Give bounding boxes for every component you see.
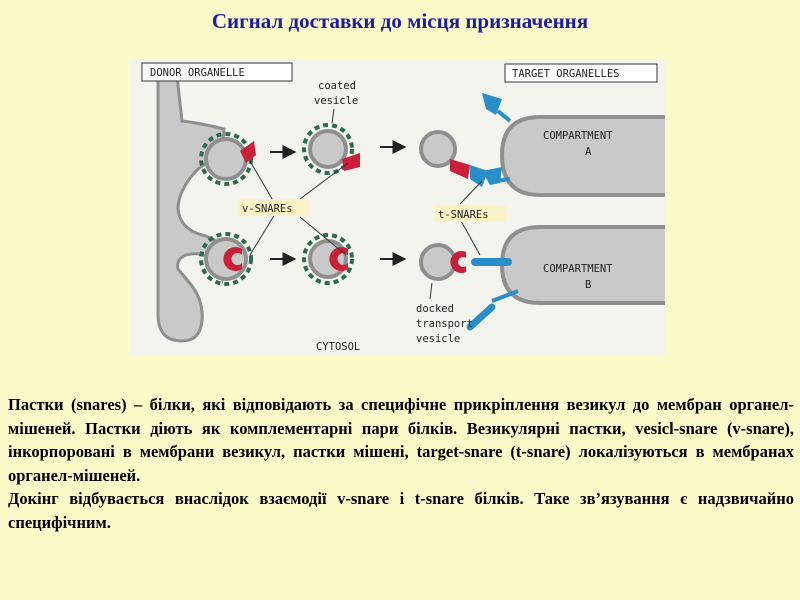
coated-pointer [331, 108, 335, 124]
v-snare-red-hook [223, 247, 242, 271]
donor-organelle-label: DONOR ORGANELLE [150, 67, 245, 79]
v-snare-red [450, 159, 470, 179]
paragraph-2: Докінг відбувається внаслідок взаємодії … [8, 489, 794, 532]
v-snare-red-hook [450, 251, 466, 273]
docked-pointer [429, 282, 433, 300]
budding-vesicle-b [199, 232, 253, 286]
compartment-a-label-2: A [585, 146, 592, 158]
coated-label-2: vesicle [314, 95, 358, 107]
compartment-b-label-2: B [585, 279, 591, 291]
donor-organelle [156, 65, 228, 343]
slide-title: Сигнал доставки до місця призначення [211, 9, 589, 33]
t-snares-label: t-SNAREs [438, 209, 489, 221]
compartment-a-label-1: COMPARTMENT [543, 130, 613, 142]
t-snares-label-box: t-SNAREs [434, 180, 506, 256]
compartment-b: COMPARTMENT B [499, 225, 665, 305]
docked-label-2: transport [416, 318, 473, 330]
v-snare-red [240, 141, 256, 163]
docked-vesicle-b [419, 243, 466, 281]
docked-label-3: vesicle [416, 333, 460, 345]
compartment-a: COMPARTMENT A [499, 115, 665, 197]
coated-label-1: coated [318, 80, 356, 92]
snare-diagram: DONOR ORGANELLE coated vesicle v-SNAREs [130, 59, 665, 355]
coated-vesicle-a [302, 123, 360, 175]
v-snares-label-box: v-SNAREs [238, 160, 349, 256]
cytosol-label: CYTOSOL [316, 341, 360, 353]
description: Пастки (snares) – білки, які відповідают… [8, 393, 794, 534]
v-snare-red [342, 153, 360, 171]
donor-membrane [156, 65, 228, 343]
t-snare-blue [470, 165, 488, 187]
paragraph-1: Пастки (snares) – білки, які відповідают… [8, 395, 794, 485]
v-snares-label: v-SNAREs [242, 203, 293, 215]
target-organelles-label: TARGET ORGANELLES [512, 68, 619, 80]
t-snare-blue-a1 [482, 93, 512, 123]
target-label-box: TARGET ORGANELLES [504, 63, 658, 83]
docked-vesicle-a [419, 130, 488, 187]
donor-label-box: DONOR ORGANELLE [141, 62, 293, 82]
budding-vesicle-a [199, 132, 256, 186]
compartment-b-label-1: COMPARTMENT [543, 263, 613, 275]
docked-label-1: docked [416, 303, 454, 315]
coated-vesicle-b [302, 233, 354, 285]
t-snare-blue-b2 [466, 289, 519, 331]
